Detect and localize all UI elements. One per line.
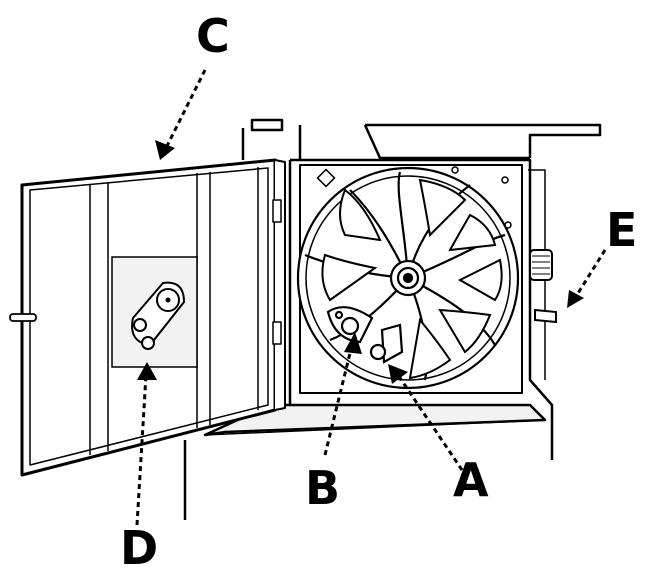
callout-arrowheads <box>137 140 584 384</box>
callout-label-b: B <box>305 461 340 515</box>
arrowhead-c <box>155 140 175 160</box>
motor-pulley-label-icon <box>111 256 198 368</box>
tension-knob-icon <box>529 249 557 324</box>
arrow-c <box>163 69 207 151</box>
callout-arrows <box>135 69 607 526</box>
arrow-d <box>135 374 148 526</box>
callout-label-d: D <box>120 521 158 570</box>
arrowhead-a <box>388 364 408 384</box>
callout-label-e: E <box>606 203 637 257</box>
arrowhead-d <box>137 362 157 380</box>
arrowhead-e <box>567 290 584 308</box>
callout-label-c: C <box>196 9 230 63</box>
bandsaw-wheel-housing-icon <box>296 166 520 390</box>
arrow-e <box>573 249 607 299</box>
arrow-a <box>396 374 464 471</box>
arrow-b <box>323 344 354 456</box>
callout-label-a: A <box>453 453 489 507</box>
arrowhead-b <box>344 332 362 354</box>
